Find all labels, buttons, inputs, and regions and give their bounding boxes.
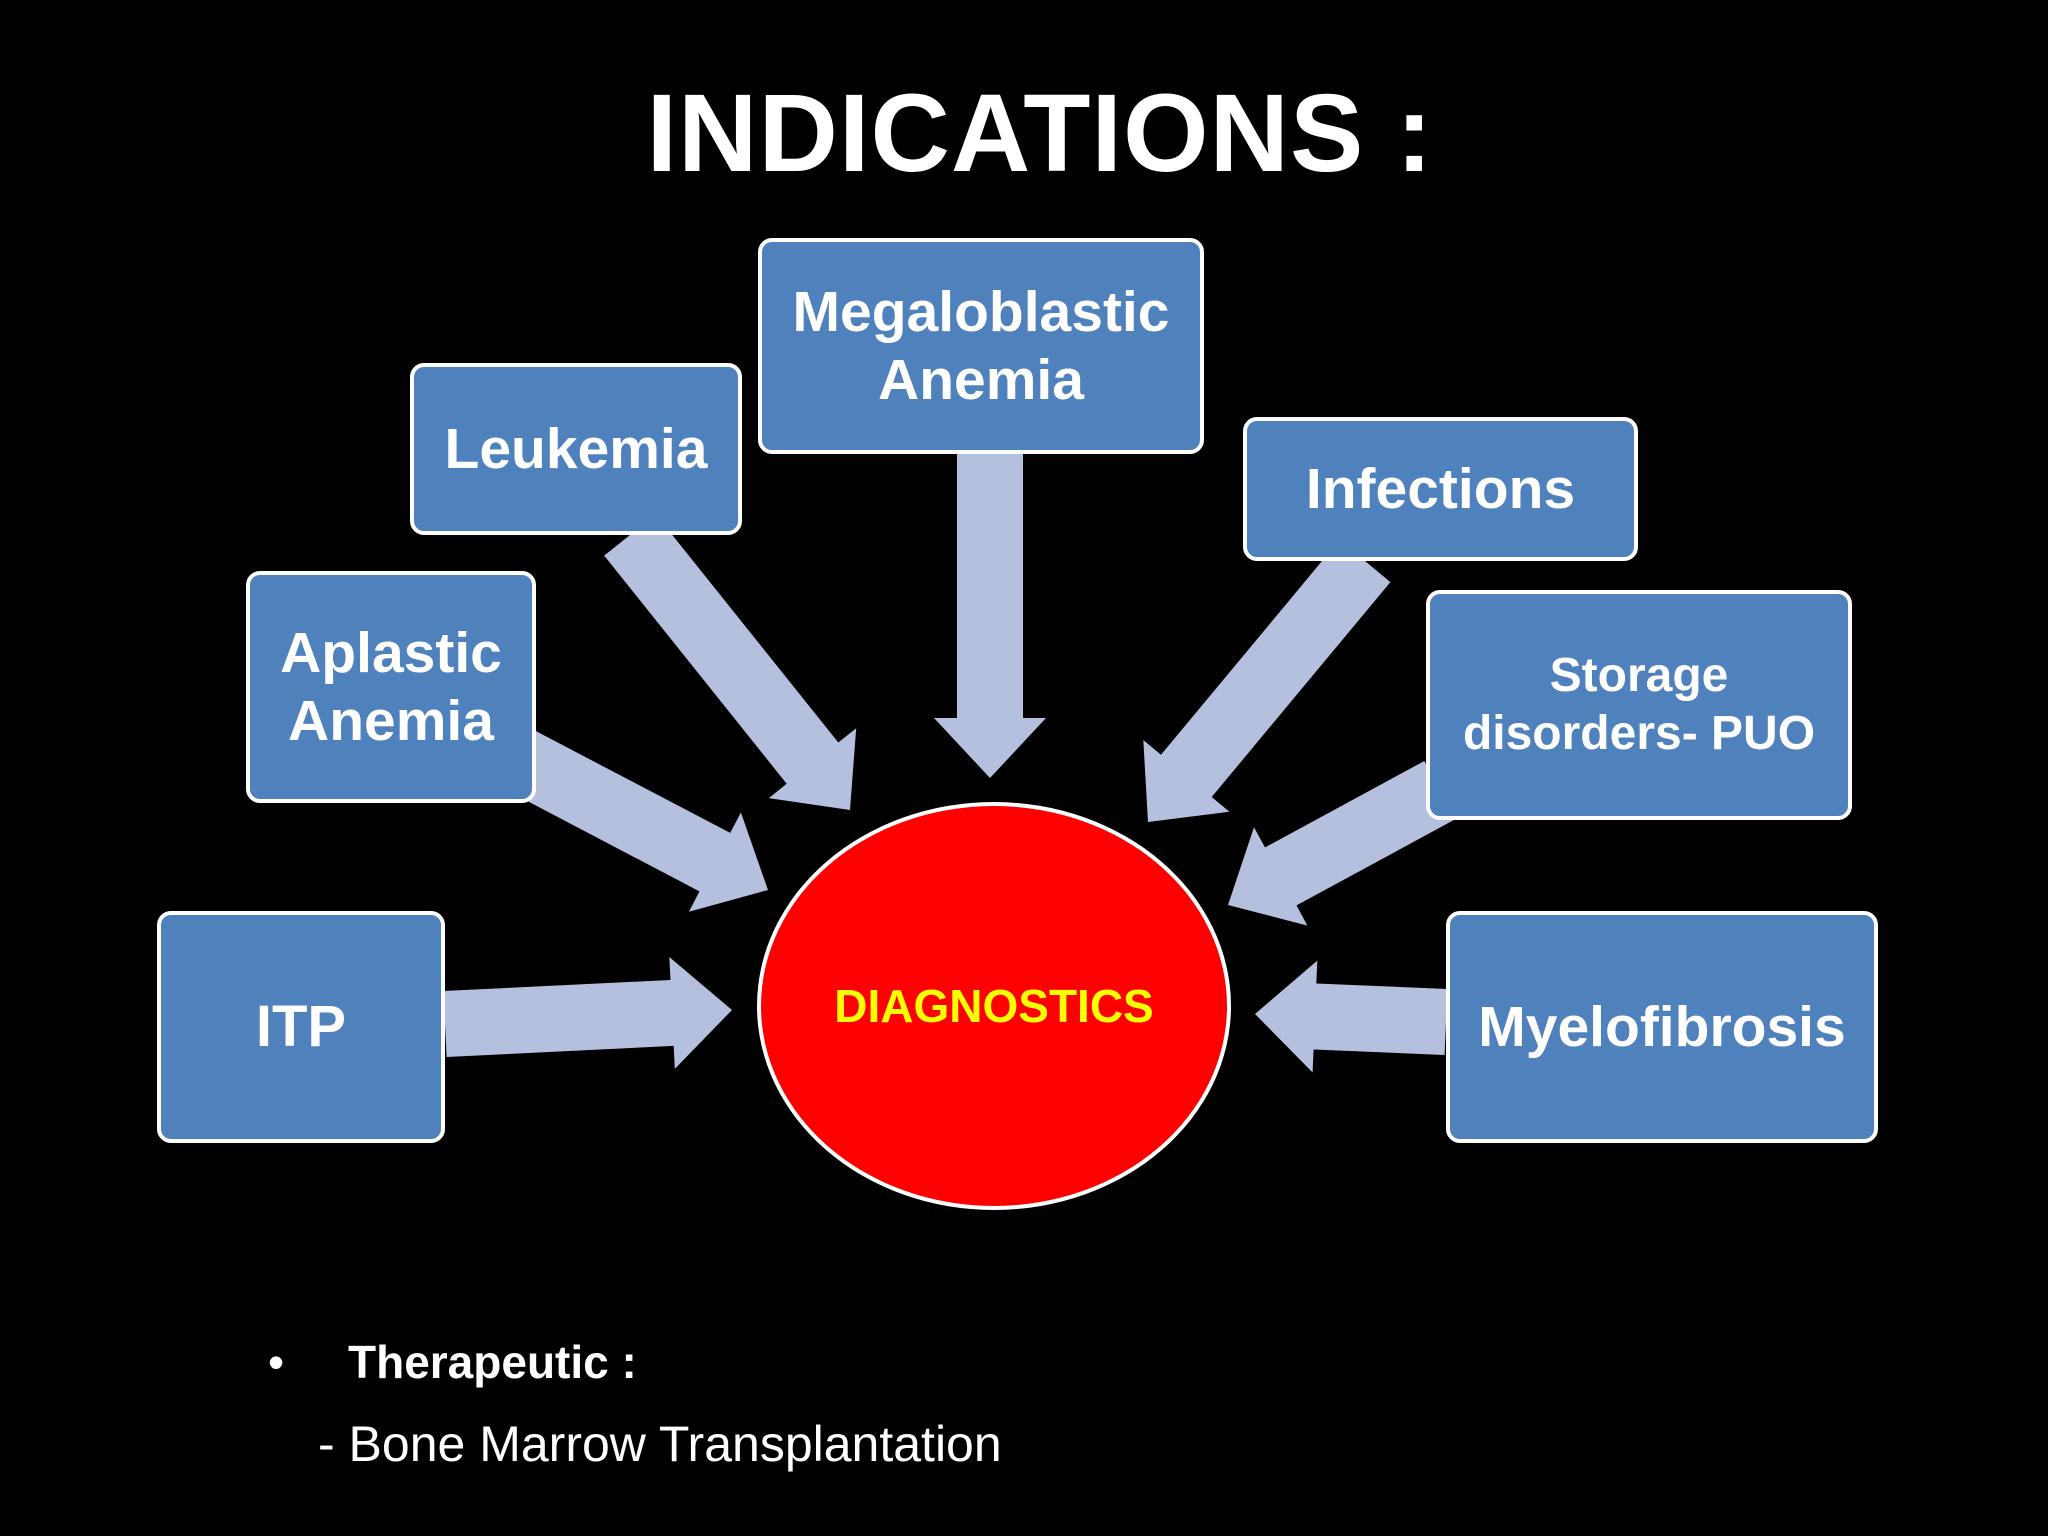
bullet-icon: • (268, 1336, 285, 1388)
arrow-aplastic (504, 730, 768, 912)
node-leukemia: Leukemia (410, 363, 742, 535)
node-label-myelofibrosis: Myelofibrosis (1478, 994, 1846, 1059)
bullet-heading: Therapeutic : (348, 1336, 637, 1388)
node-myelofibrosis: Myelofibrosis (1446, 911, 1878, 1143)
arrow-infections (1143, 539, 1391, 822)
arrow-storage (1228, 761, 1456, 926)
node-storage-disorders: Storage disorders- PUO (1426, 590, 1852, 820)
node-label-infections: Infections (1305, 456, 1576, 521)
arrow-megaloblastic (934, 454, 1046, 778)
slide-title: INDICATIONS : (646, 72, 1434, 195)
node-megaloblastic-anemia: Megaloblastic Anemia (758, 238, 1204, 454)
node-label-leukemia: Leukemia (444, 416, 708, 481)
arrow-leukemia (604, 514, 857, 810)
node-aplastic-anemia: Aplastic Anemia (246, 571, 536, 803)
bullet-subitem: - Bone Marrow Transplantation (318, 1416, 1002, 1472)
node-infections: Infections (1243, 417, 1638, 561)
node-label-aplastic-anemia: Aplastic Anemia (280, 620, 502, 753)
diagnostics-circle: DIAGNOSTICS (757, 802, 1231, 1210)
bullet-therapeutic: • Therapeutic : (268, 1335, 637, 1389)
node-itp: ITP (157, 911, 445, 1143)
arrow-myelofibrosis (1255, 960, 1448, 1073)
node-label-itp: ITP (255, 994, 347, 1060)
node-label-megaloblastic-anemia: Megaloblastic Anemia (792, 279, 1170, 412)
arrow-itp (443, 957, 732, 1069)
node-label-storage-disorders: Storage disorders- PUO (1462, 649, 1816, 760)
diagnostics-label: DIAGNOSTICS (834, 980, 1154, 1032)
